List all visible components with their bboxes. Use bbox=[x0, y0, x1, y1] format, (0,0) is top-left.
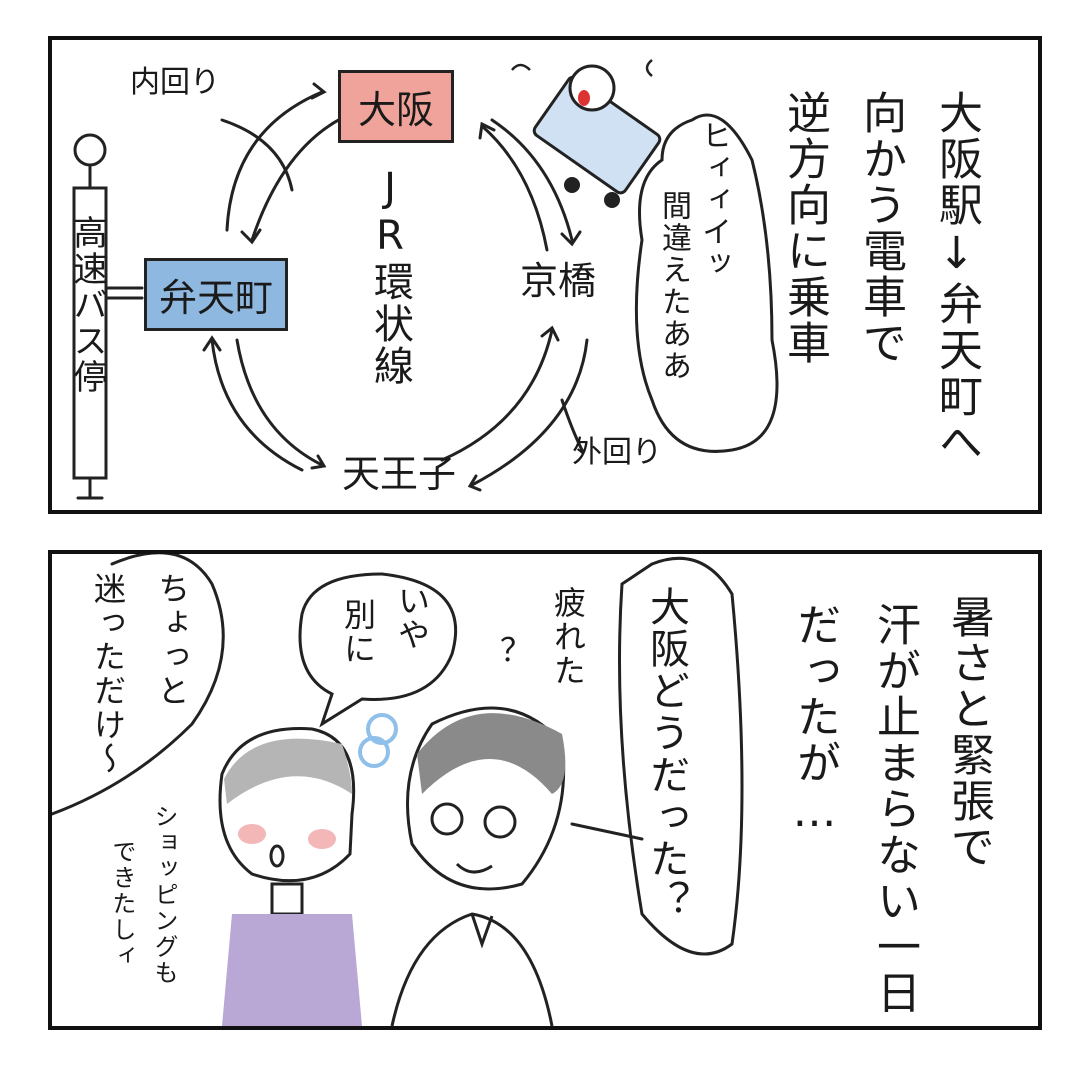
reply-text-1: いや bbox=[393, 584, 431, 652]
question-text: 大阪どうだった？ bbox=[643, 586, 689, 922]
arrow-kyobashi-tennoji bbox=[470, 338, 589, 487]
lost-bubble bbox=[52, 554, 225, 816]
bus-stop-sign bbox=[73, 133, 107, 167]
station-bentencho: 弁天町 bbox=[144, 258, 288, 331]
reply-bubble bbox=[298, 572, 458, 728]
line-name: JR環状線 bbox=[367, 165, 413, 387]
inner-loop-label: 内回り bbox=[130, 65, 220, 100]
tired-question-mark: ？ bbox=[500, 631, 533, 669]
arrow-tennoji-bentencho bbox=[210, 338, 304, 472]
right-person bbox=[390, 706, 566, 1026]
narration-p2-2: 汗が止まらない一日 bbox=[869, 602, 920, 1016]
outer-loop-pointer bbox=[560, 398, 584, 452]
mistake-text: 間違えたああ bbox=[656, 190, 691, 382]
arrow-tennoji-kyobashi bbox=[440, 328, 554, 462]
panel-1: 内回り 大阪 JR環状線 弁天町 京橋 天王子 外回り 高速バス停 ヒィィイッ … bbox=[48, 36, 1042, 514]
arrow-bentencho-tennoji bbox=[235, 338, 324, 467]
loop-arrows bbox=[72, 59, 779, 500]
question-bubble bbox=[618, 556, 744, 956]
falling-person bbox=[511, 59, 662, 208]
narration-p2-1: 暑さと緊張で bbox=[943, 594, 994, 870]
scene-drawing bbox=[52, 554, 744, 1026]
narration-3: 逆方向に乗車 bbox=[779, 90, 830, 366]
panel-2: 暑さと緊張で 汗が止まらない一日 だったが… 大阪どうだった？ 疲れた ？ いや… bbox=[48, 550, 1042, 1030]
scream-text: ヒィィイッ bbox=[696, 120, 731, 280]
outer-loop-label: 外回り bbox=[572, 435, 662, 470]
station-tennoji: 天王子 bbox=[342, 452, 457, 496]
inner-loop-pointer bbox=[220, 118, 294, 192]
station-kyobashi: 京橋 bbox=[520, 259, 597, 303]
arrow-osaka-kyobashi bbox=[490, 118, 574, 242]
arrow-kyobashi-osaka bbox=[480, 124, 549, 252]
left-person bbox=[218, 727, 362, 1026]
lost-text-1: ちょっと bbox=[153, 572, 191, 708]
narration-2: 向かう電車で bbox=[855, 90, 906, 366]
tired-text: 疲れた bbox=[549, 586, 587, 688]
shopping-text-2: できたしィ bbox=[108, 839, 136, 969]
arrow-osaka-bentencho bbox=[250, 116, 344, 242]
bus-stop-label: 高速バス停 bbox=[67, 215, 107, 395]
lost-text-2: 迷っただけ〜 bbox=[89, 572, 127, 776]
arrow-bentencho-osaka bbox=[225, 90, 324, 232]
sweat-circle-2 bbox=[358, 736, 390, 768]
reply-text-2: 別に bbox=[339, 598, 377, 666]
shopping-text-1: ショッピングも bbox=[150, 804, 178, 986]
narration-1: 大阪駅↓弁天町へ bbox=[931, 90, 982, 465]
mistake-bubble bbox=[634, 113, 779, 453]
station-osaka: 大阪 bbox=[338, 70, 454, 143]
narration-p2-3: だったが… bbox=[789, 602, 840, 839]
